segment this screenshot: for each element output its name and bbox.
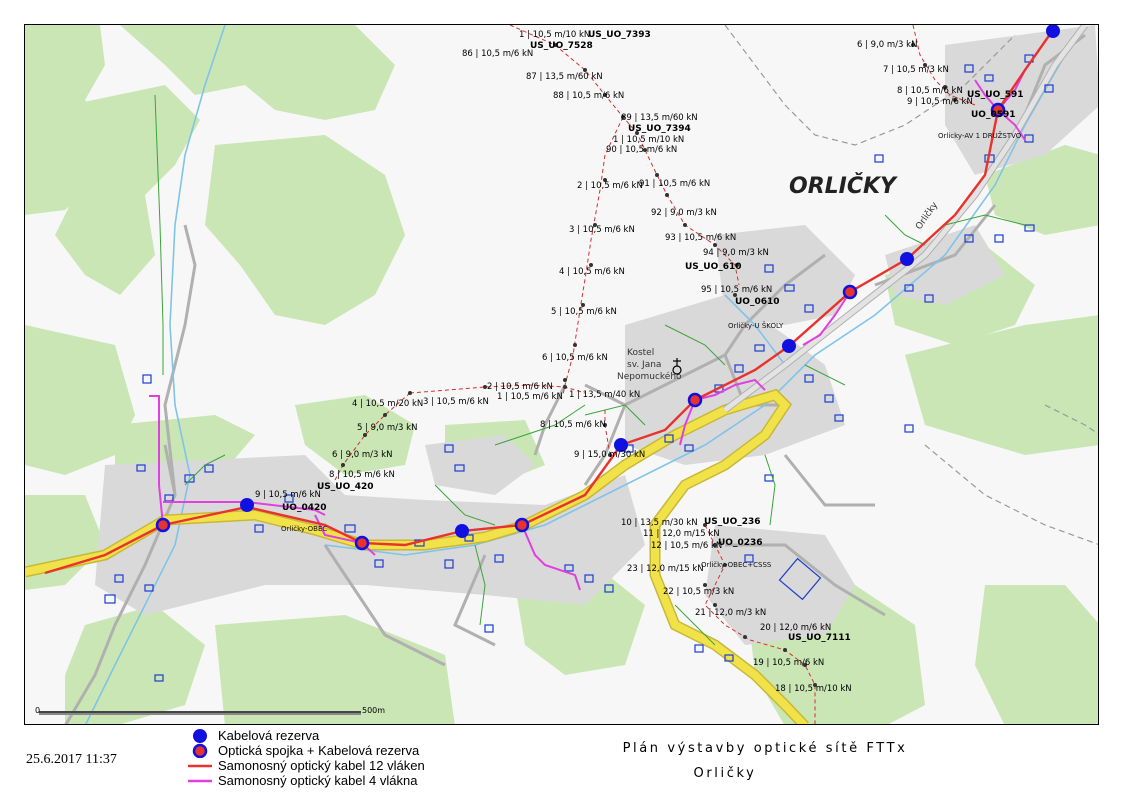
node-label: US_UO_7394: [628, 124, 691, 134]
pole-label: 1 | 10,5 m/6 kN: [497, 392, 563, 402]
node-label: US_UO_610: [685, 262, 742, 272]
node-label: US_UO_7111: [788, 633, 851, 643]
node-label: UO_0236: [718, 538, 763, 548]
node-label: US_UO_7393: [588, 30, 651, 40]
legend-label: Kabelová rezerva: [218, 728, 320, 743]
pole-label: 3 | 10,5 m/6 kN: [569, 225, 635, 235]
pole-label: 9 | 10,5 m/6 kN: [907, 97, 973, 107]
main-road: [25, 25, 1088, 724]
pole-label: 3 | 10,5 m/6 kN: [423, 397, 489, 407]
node-label: US_UO_591: [967, 90, 1024, 100]
pole-label: 22 | 10,5 m/3 kN: [663, 587, 734, 597]
pole-label: 93 | 10,5 m/6 kN: [665, 233, 736, 243]
pole-label: 4 | 10,5 m/6 kN: [559, 267, 625, 277]
pole-label: 19 | 10,5 m/6 kN: [753, 658, 824, 668]
pole-label: 92 | 9,0 m/3 kN: [651, 208, 717, 218]
node-label: UO_0420: [282, 503, 327, 513]
splice-symbol-icon: [192, 743, 208, 758]
print-date: 25.6.2017 11:37: [26, 752, 117, 767]
street-label: sv. Jana: [627, 360, 661, 370]
reserve-nodes: [240, 25, 1060, 538]
cable-12-fiber: [44, 29, 1054, 575]
legend: Kabelová rezerva Optická spojka + Kabelo…: [188, 728, 488, 788]
cable-4-line-icon: [188, 779, 212, 783]
node-label: US_UO_420: [317, 482, 374, 492]
reserve-symbol-icon: [193, 729, 207, 743]
pole-label: 10 | 13,5 m/30 kN: [621, 518, 698, 528]
pole-label: 9 | 10,5 m/6 kN: [255, 490, 321, 500]
pole-label: 7 | 10,5 m/3 kN: [883, 65, 949, 75]
legend-label: Optická spojka + Kabelová rezerva: [218, 743, 420, 758]
scale-bar: [39, 711, 361, 715]
node-label: US_UO_236: [704, 517, 761, 527]
splice-nodes: [155, 102, 1006, 551]
place-label: Orličky-OBEC+CSSS: [701, 561, 772, 569]
pole-label: 6 | 10,5 m/6 kN: [542, 353, 608, 363]
street-label: Kostel: [627, 348, 654, 358]
node-label: UO_0591: [971, 110, 1016, 120]
pole-label: 90 | 10,5 m/6 kN: [606, 145, 677, 155]
pole-label: 11 | 12,0 m/15 kN: [643, 529, 720, 539]
node-label: US_UO_7528: [530, 41, 593, 51]
pole-label: 12 | 10,5 m/6 kN: [651, 541, 722, 551]
pole-label: 5 | 9,0 m/3 kN: [357, 423, 417, 433]
place-label: Orlicky-AV 1 DRUŽSTVO: [938, 131, 1022, 140]
town-name-label: ORLIČKY: [789, 173, 898, 199]
scale-zero-label: 0: [35, 706, 41, 715]
pole-label: 8 | 10,5 m/6 kN: [897, 86, 963, 96]
pole-label: 95 | 10,5 m/6 kN: [701, 285, 772, 295]
pole-label: 1 | 13,5 m/40 kN: [569, 390, 640, 400]
pole-label: 94 | 9,0 m/3 kN: [703, 248, 769, 258]
legend-label: Samonosný optický kabel 12 vláken: [218, 758, 425, 773]
pole-label: 8 | 10,5 m/6 kN: [540, 420, 606, 430]
pole-label: 88 | 10,5 m/6 kN: [553, 91, 624, 101]
forest-areas: [25, 25, 1098, 724]
pole-label: 21 | 12,0 m/3 kN: [695, 608, 766, 618]
pole-label: 20 | 12,0 m/6 kN: [760, 623, 831, 633]
pole-label: 2 | 10,5 m/6 kN: [487, 382, 553, 392]
existing-cables: [154, 94, 1026, 646]
place-label: Orličky-U ŠKOLY: [728, 321, 784, 330]
church-icon: [672, 358, 682, 375]
map-svg: ORLIČKY Kostel sv. Jana Nepomuckého Orli…: [25, 25, 1098, 724]
pole-label: 1 | 10,5 m/10 kN: [613, 135, 684, 145]
plan-subtitle: Orličky: [693, 766, 757, 781]
legend-label: Samonosný optický kabel 4 vlákna: [218, 773, 418, 788]
scale-label: 500m: [362, 706, 386, 715]
pole-label: 5 | 10,5 m/6 kN: [551, 307, 617, 317]
pole-label: 8 | 10,5 m/6 kN: [329, 470, 395, 480]
legend-item-cable-12: Samonosný optický kabel 12 vláken: [188, 758, 488, 773]
pole-label: 4 | 10,5 m/20 kN: [352, 399, 423, 409]
pole-label: 89 | 13,5 m/60 kN: [621, 113, 698, 123]
pole-label: 9 | 15,0 m/30 kN: [574, 450, 645, 460]
plan-title: Plán výstavby optické sítě FTTx: [622, 741, 908, 756]
pole-labels: 1 | 10,5 m/10 kN 86 | 10,5 m/6 kN 87 | 1…: [255, 30, 973, 694]
pole-label: 91 | 10,5 m/6 kN: [639, 179, 710, 189]
built-up-areas: [95, 25, 1098, 645]
pole-label: 18 | 10,5 m/10 kN: [775, 684, 852, 694]
node-label: UO_0610: [735, 297, 780, 307]
street-label: Nepomuckého: [617, 371, 682, 382]
pole-label: 87 | 13,5 m/60 kN: [526, 72, 603, 82]
legend-item-splice: Optická spojka + Kabelová rezerva: [188, 743, 488, 758]
cable-12-line-icon: [188, 764, 212, 768]
map-canvas[interactable]: ORLIČKY Kostel sv. Jana Nepomuckého Orli…: [24, 24, 1099, 725]
boundaries: [724, 25, 1098, 545]
legend-item-reserve: Kabelová rezerva: [188, 728, 488, 743]
place-label: Orličky-OBEC: [281, 525, 327, 533]
buildings: [104, 54, 1054, 682]
legend-item-cable-4: Samonosný optický kabel 4 vlákna: [188, 773, 488, 788]
pole-label: 23 | 12,0 m/15 kN: [627, 564, 704, 574]
pole-label: 86 | 10,5 m/6 kN: [462, 49, 533, 59]
street-label: Orličky: [913, 200, 940, 232]
pole-label: 2 | 10,5 m/6 kN: [577, 181, 643, 191]
poles: [341, 43, 957, 687]
pole-label: 1 | 10,5 m/10 kN: [519, 30, 590, 40]
pole-label: 6 | 9,0 m/3 kN: [332, 450, 392, 460]
pole-label: 6 | 9,0 m/3 kN: [857, 40, 917, 50]
